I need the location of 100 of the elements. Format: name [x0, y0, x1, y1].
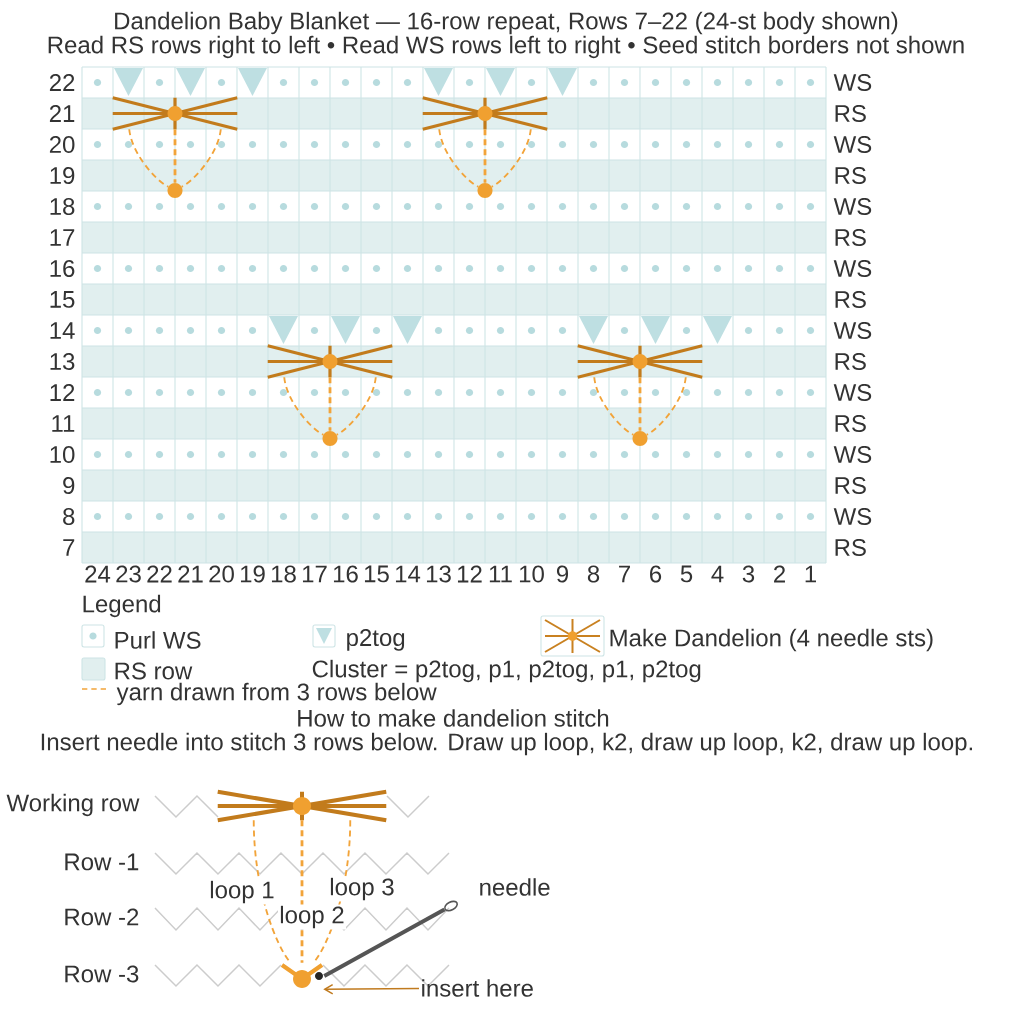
- row-number: 12: [50, 384, 75, 401]
- row-number: 18: [50, 198, 75, 215]
- legend-heading: Legend: [83, 594, 161, 618]
- column-number: 14: [395, 565, 421, 583]
- column-number: 16: [333, 565, 358, 583]
- row-number: 22: [49, 74, 75, 91]
- edge-label: loop 2: [277, 904, 347, 930]
- column-number: 5: [680, 565, 693, 583]
- instruction-text: Insert needle into stitch 3 rows below. Draw up loop, k2, draw up loop, k2, draw up loop.: [41, 732, 972, 756]
- column-number: 6: [650, 565, 662, 583]
- row-label: Row -2: [65, 908, 139, 926]
- column-number: 3: [742, 565, 755, 583]
- column-number: 4: [711, 565, 724, 583]
- row-side-label: WS: [833, 136, 872, 153]
- legend-label: RS row: [115, 662, 193, 680]
- row-side-label: RS: [835, 539, 866, 556]
- row-side-label: RS: [835, 291, 866, 308]
- dashed-yarn-line: [593, 376, 635, 436]
- column-number: 20: [209, 565, 234, 583]
- row-number: 15: [50, 291, 75, 308]
- column-number: 24: [85, 565, 111, 583]
- leader-arrow: [323, 983, 420, 995]
- dandelion-symbol: [577, 344, 703, 379]
- row-side-label: WS: [833, 384, 872, 401]
- row-side-label: RS: [835, 167, 866, 184]
- callout-label: insert here: [422, 979, 533, 997]
- row-side-label: WS: [833, 322, 872, 339]
- column-number: 21: [178, 565, 203, 583]
- dashed-yarn-line: [173, 129, 177, 183]
- row-label: Row -1: [65, 853, 139, 871]
- column-number: 23: [116, 565, 141, 583]
- row-side-label: WS: [833, 508, 872, 525]
- anchor-dot: [632, 431, 648, 446]
- column-number: 2: [774, 565, 785, 583]
- row-side-label: RS: [835, 415, 866, 432]
- row-number: 8: [63, 508, 75, 525]
- dashed-yarn-line: [483, 129, 487, 183]
- title: Dandelion Baby Blanket — 16-row repeat, Rows 7–22 (24-st body shown): [115, 11, 898, 35]
- dashed-yarn-line: [438, 128, 480, 188]
- pulled-stitch-dot: [280, 963, 324, 988]
- column-number: 11: [489, 565, 512, 583]
- row-number: 11: [52, 415, 75, 432]
- dashed-yarn-line: [645, 376, 687, 436]
- anchor-dot: [477, 183, 493, 198]
- row-number: 21: [49, 105, 75, 122]
- column-number: 10: [519, 565, 544, 583]
- row-side-label: WS: [833, 74, 872, 91]
- row-label: Working row: [6, 793, 140, 817]
- dashed-yarn-line: [335, 376, 377, 436]
- row-number: 17: [50, 229, 75, 246]
- column-number: 15: [364, 565, 389, 583]
- legend-note: Cluster = p2tog, p1, p2tog, p1, p2tog: [312, 659, 701, 683]
- column-number: 12: [457, 565, 482, 583]
- dashed-yarn-line: [638, 377, 642, 431]
- row-side-label: WS: [833, 446, 872, 463]
- edge-label: loop 1: [207, 879, 277, 905]
- column-number: 8: [587, 565, 600, 583]
- legend-label: Make Dandelion (4 needle sts): [610, 628, 933, 652]
- needle-label: needle: [480, 878, 550, 896]
- column-number: 1: [805, 565, 816, 583]
- column-number: 7: [619, 565, 630, 583]
- dandelion-symbol: [217, 789, 387, 823]
- column-number: 9: [556, 565, 569, 583]
- row-number: 7: [63, 539, 75, 556]
- row-number: 14: [50, 322, 75, 339]
- row-side-label: WS: [833, 198, 872, 215]
- dashed-yarn-line: [128, 128, 170, 188]
- column-number: 22: [147, 565, 172, 583]
- row-number: 19: [50, 167, 75, 184]
- dandelion-symbol: [422, 96, 548, 131]
- row-side-label: WS: [833, 260, 872, 277]
- dashed-yarn-line: [490, 128, 532, 188]
- anchor-dot: [167, 183, 183, 198]
- dashed-yarn-line: [283, 376, 325, 436]
- dashed-yarn-line: [328, 377, 332, 431]
- column-number: 13: [426, 565, 451, 583]
- dashed-yarn-line: [180, 128, 222, 188]
- row-number: 9: [63, 477, 75, 494]
- row-side-label: RS: [835, 353, 866, 370]
- dandelion-symbol: [112, 96, 238, 131]
- edge-label: loop 3: [327, 876, 397, 902]
- row-side-label: RS: [835, 229, 866, 246]
- column-number: 18: [271, 565, 296, 583]
- column-number: 19: [240, 565, 265, 583]
- needle-shaft: [323, 907, 446, 978]
- row-side-label: RS: [835, 105, 866, 122]
- subtitle: Read RS rows right to left • Read WS rows left to right • Seed stitch borders not shown: [48, 35, 964, 59]
- dashed-yarn-line: [300, 820, 304, 963]
- row-side-label: RS: [835, 477, 866, 494]
- legend-label: p2tog: [347, 629, 405, 651]
- legend-label: yarn drawn from 3 rows below: [116, 682, 437, 706]
- row-number: 13: [50, 353, 75, 370]
- dandelion-symbol: [267, 344, 393, 379]
- column-number: 17: [302, 565, 327, 583]
- row-number: 20: [49, 136, 75, 153]
- row-number: 10: [50, 446, 75, 463]
- anchor-dot: [322, 431, 338, 446]
- legend-label: Purl WS: [115, 631, 201, 649]
- section-heading: How to make dandelion stitch: [298, 709, 609, 727]
- row-number: 16: [50, 260, 75, 277]
